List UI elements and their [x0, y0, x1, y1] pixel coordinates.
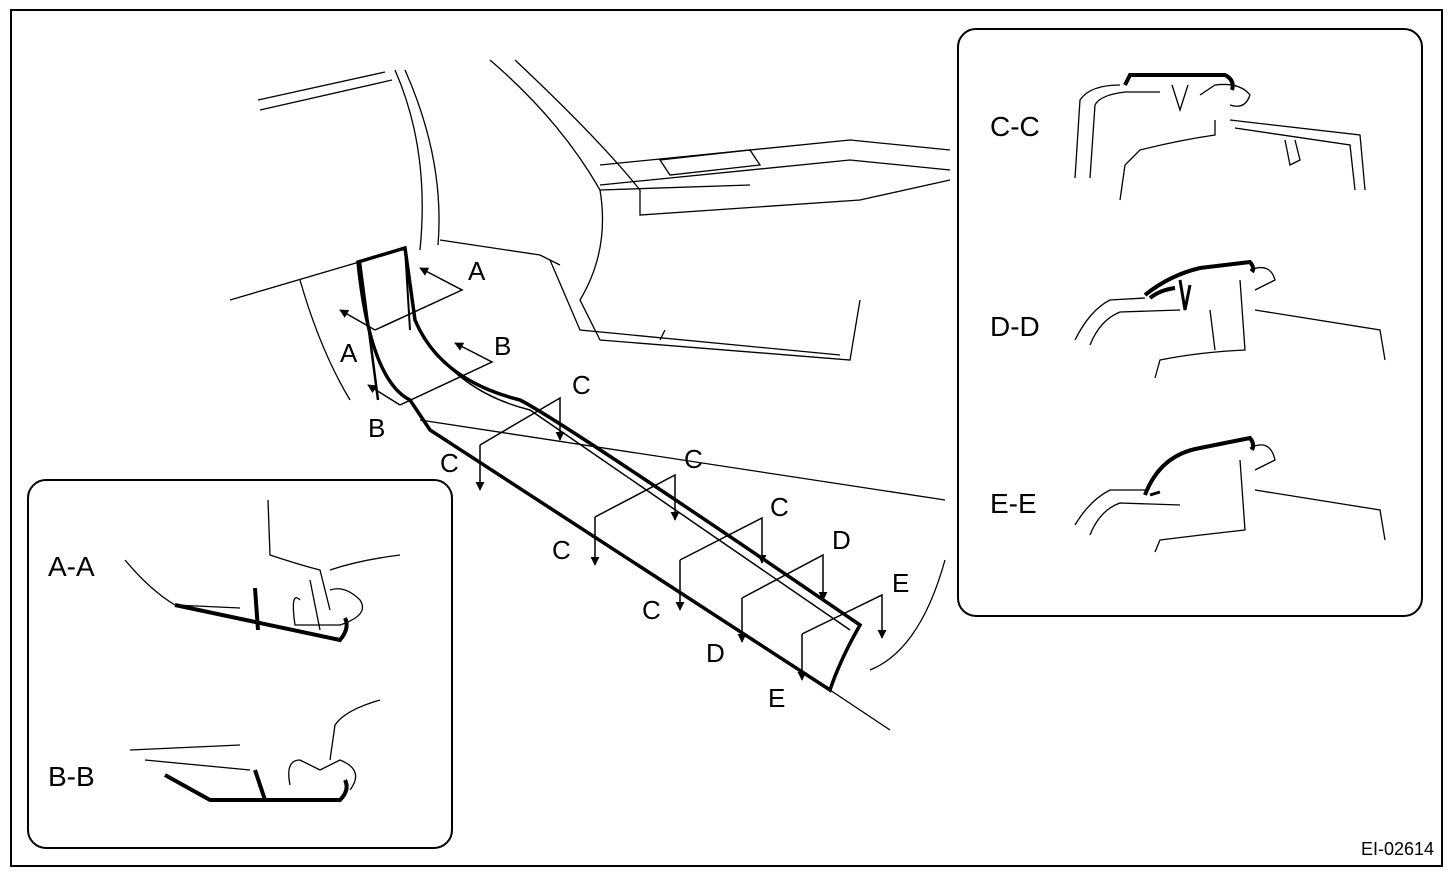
cut-label-c3-bottom: C [642, 595, 661, 625]
cut-label-d-bottom: D [706, 638, 725, 668]
cut-label-b-bottom: B [368, 413, 386, 443]
section-title-ee: E-E [990, 488, 1037, 519]
cut-label-a-top: A [468, 256, 486, 286]
section-title-dd: D-D [990, 311, 1040, 342]
section-title-bb: B-B [48, 761, 95, 792]
cut-label-d-top: D [832, 525, 851, 555]
cut-label-e-bottom: E [768, 683, 786, 713]
section-aa-detail [124, 499, 401, 643]
cut-label-c3-top: C [770, 492, 789, 522]
section-ee-detail [1074, 435, 1386, 553]
section-bb-detail [129, 699, 381, 802]
vehicle-body-outline [229, 59, 951, 731]
cut-label-c1-bottom: C [440, 448, 459, 478]
cut-label-a-bottom: A [340, 338, 358, 368]
cut-label-c2-top: C [684, 444, 703, 474]
section-cut-lines [339, 267, 887, 681]
cut-line-b [399, 342, 494, 406]
cut-label-b-top: B [494, 331, 512, 361]
inset-box-left [27, 479, 453, 849]
cut-line-a [374, 267, 464, 331]
figure-frame [10, 9, 1443, 867]
section-cc-detail [1074, 73, 1366, 201]
cut-label-c1-top: C [572, 370, 591, 400]
section-dd-detail [1074, 259, 1386, 379]
cut-label-c2-bottom: C [552, 535, 571, 565]
inset-box-right [957, 28, 1423, 617]
cut-label-e-top: E [892, 568, 910, 598]
section-title-aa: A-A [48, 551, 95, 582]
figure-code: EI-02614 [1360, 839, 1434, 859]
section-title-cc: C-C [990, 111, 1040, 142]
side-sill-trim [356, 245, 863, 693]
